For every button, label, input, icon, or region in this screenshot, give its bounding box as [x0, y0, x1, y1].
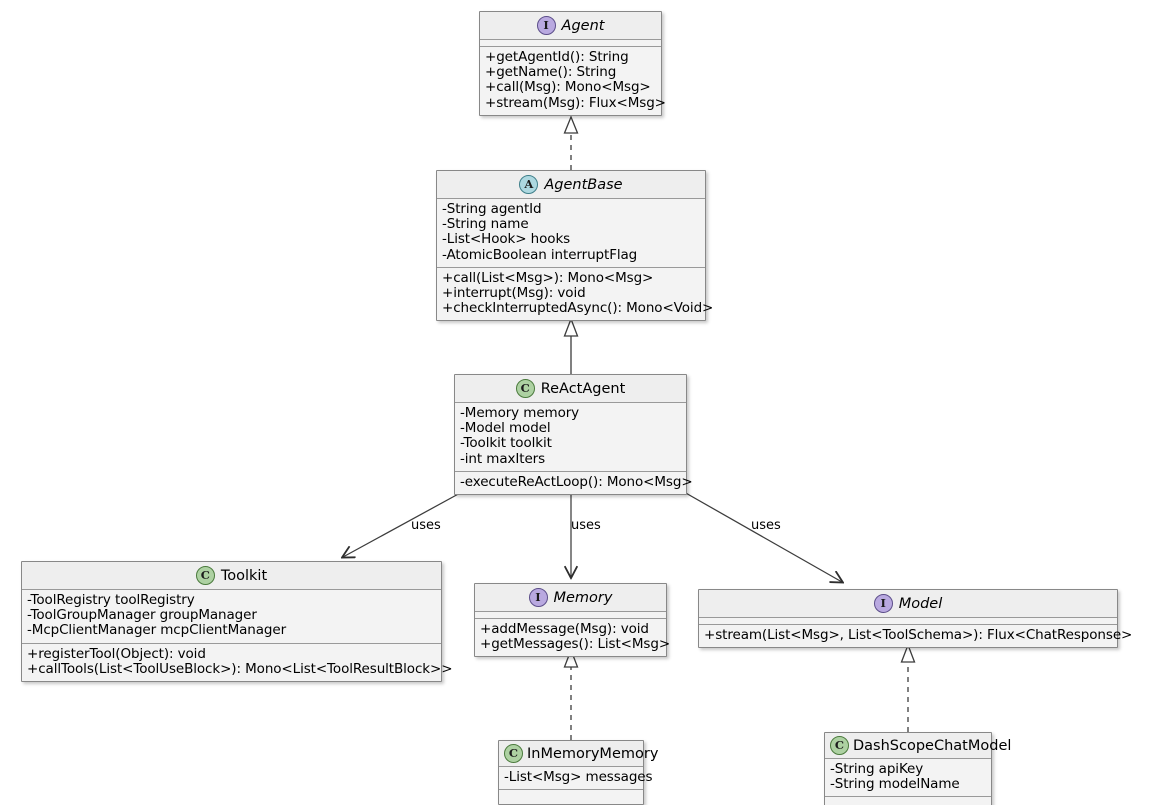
member-line: -String apiKey — [830, 761, 924, 777]
member-line: +getName(): String — [485, 64, 617, 81]
class-box-agentbase[interactable]: A AgentBase -String agentId -String name… — [436, 170, 714, 322]
methods-compartment-agent: +getAgentId(): String +getName(): String… — [480, 47, 666, 115]
edge-label-uses-toolkit: uses — [411, 518, 441, 533]
attributes-compartment-memory — [475, 612, 666, 619]
attributes-compartment-reactagent: -Memory memory -Model model -Toolkit too… — [455, 403, 686, 472]
class-box-inmemorymemory[interactable]: C InMemoryMemory -List<Msg> messages — [498, 740, 658, 805]
methods-compartment-memory: +addMessage(Msg): void +getMessages(): L… — [475, 619, 671, 657]
edge-agentbase-realizes-agent — [563, 115, 579, 170]
class-box-reactagent[interactable]: C ReActAgent -Memory memory -Model model… — [454, 374, 693, 496]
class-header-model: I Model — [699, 590, 1117, 618]
member-line: +getAgentId(): String — [485, 49, 629, 65]
member-line: -String modelName — [830, 776, 960, 793]
methods-compartment-reactagent: -executeReActLoop(): Mono<Msg> — [455, 471, 693, 495]
class-box-model[interactable]: I Model +stream(List<Msg>, List<ToolSche… — [698, 589, 1133, 649]
methods-compartment-agentbase: +call(List<Msg>): Mono<Msg> +interrupt(M… — [437, 267, 714, 321]
class-header-agentbase: A AgentBase — [437, 171, 705, 199]
class-name-toolkit: Toolkit — [220, 567, 268, 584]
class-stereotype-icon: C — [195, 566, 215, 585]
edge-dashscopechatmodel-realizes-model — [900, 643, 916, 732]
methods-compartment-model: +stream(List<Msg>, List<ToolSchema>): Fl… — [699, 625, 1133, 648]
member-line: +call(Msg): Mono<Msg> — [485, 79, 651, 96]
member-line: -String name — [442, 216, 529, 233]
member-line: -ToolRegistry toolRegistry — [27, 592, 195, 608]
interface-stereotype-icon: I — [528, 588, 548, 607]
class-name-reactagent: ReActAgent — [540, 380, 626, 397]
class-header-dashscopechatmodel: C DashScopeChatModel — [825, 733, 1011, 759]
member-line: -Toolkit toolkit — [460, 435, 552, 452]
class-name-memory: Memory — [553, 589, 613, 606]
attributes-compartment-toolkit: -ToolRegistry toolRegistry -ToolGroupMan… — [22, 590, 441, 644]
member-line: +call(List<Msg>): Mono<Msg> — [442, 269, 654, 286]
member-line: -executeReActLoop(): Mono<Msg> — [460, 473, 693, 490]
member-line: +stream(Msg): Flux<Msg> — [485, 94, 666, 111]
edge-label-uses-model: uses — [751, 518, 781, 533]
class-stereotype-icon: C — [830, 736, 849, 755]
edge-inmemorymemory-realizes-memory — [563, 648, 579, 740]
member-line: -ToolGroupManager groupManager — [27, 607, 257, 624]
attributes-compartment-inmemorymemory: -List<Msg> messages — [499, 767, 653, 791]
class-name-dashscopechatmodel: DashScopeChatModel — [853, 737, 1012, 754]
class-header-reactagent: C ReActAgent — [455, 375, 686, 403]
interface-stereotype-icon: I — [536, 16, 556, 35]
class-header-memory: I Memory — [475, 584, 666, 612]
class-stereotype-icon: C — [504, 744, 523, 763]
member-line: +getMessages(): List<Msg> — [480, 636, 671, 653]
class-box-memory[interactable]: I Memory +addMessage(Msg): void +getMess… — [474, 583, 671, 658]
edge-reactagent-uses-toolkit — [343, 491, 463, 557]
edge-reactagent-uses-model — [683, 491, 842, 582]
class-header-inmemorymemory: C InMemoryMemory — [499, 741, 658, 767]
member-line: -Memory memory — [460, 405, 580, 421]
class-box-agent[interactable]: I Agent +getAgentId(): String +getName()… — [479, 11, 666, 116]
methods-compartment-toolkit: +registerTool(Object): void +callTools(L… — [22, 643, 453, 682]
class-name-model: Model — [898, 595, 943, 612]
member-line: +registerTool(Object): void — [27, 645, 206, 662]
class-header-toolkit: C Toolkit — [22, 562, 441, 590]
member-line: -McpClientManager mcpClientManager — [27, 622, 287, 639]
class-box-toolkit[interactable]: C Toolkit -ToolRegistry toolRegistry -To… — [21, 561, 453, 683]
class-box-dashscopechatmodel[interactable]: C DashScopeChatModel -String apiKey -Str… — [824, 732, 1011, 805]
methods-compartment-dashscopechatmodel — [825, 797, 991, 805]
member-line: -List<Hook> hooks — [442, 231, 571, 248]
class-name-inmemorymemory: InMemoryMemory — [527, 745, 659, 762]
member-line: +callTools(List<ToolUseBlock>): Mono<Lis… — [27, 660, 453, 677]
member-line: -List<Msg> messages — [504, 769, 653, 785]
member-line: +checkInterruptedAsync(): Mono<Void> — [442, 300, 714, 317]
class-name-agent: Agent — [561, 17, 605, 34]
methods-compartment-inmemorymemory — [499, 790, 643, 805]
member-line: -Model model — [460, 420, 551, 437]
edge-reactagent-extends-agentbase — [563, 317, 579, 375]
attributes-compartment-model — [699, 618, 1117, 625]
member-line: -AtomicBoolean interruptFlag — [442, 246, 638, 263]
member-line: +stream(List<Msg>, List<ToolSchema>): Fl… — [704, 627, 1133, 643]
attributes-compartment-agentbase: -String agentId -String name -List<Hook>… — [437, 199, 705, 268]
class-stereotype-icon: C — [515, 379, 535, 398]
interface-stereotype-icon: I — [873, 594, 893, 613]
member-line: +interrupt(Msg): void — [442, 285, 586, 302]
edge-label-uses-memory: uses — [571, 518, 601, 533]
member-line: +addMessage(Msg): void — [480, 621, 649, 637]
class-header-agent: I Agent — [480, 12, 661, 40]
class-name-agentbase: AgentBase — [544, 176, 623, 193]
member-line: -String agentId — [442, 201, 542, 217]
member-line: -int maxIters — [460, 450, 546, 467]
abstract-stereotype-icon: A — [519, 175, 539, 194]
attributes-compartment-agent — [480, 40, 661, 47]
attributes-compartment-dashscopechatmodel: -String apiKey -String modelName — [825, 759, 991, 798]
